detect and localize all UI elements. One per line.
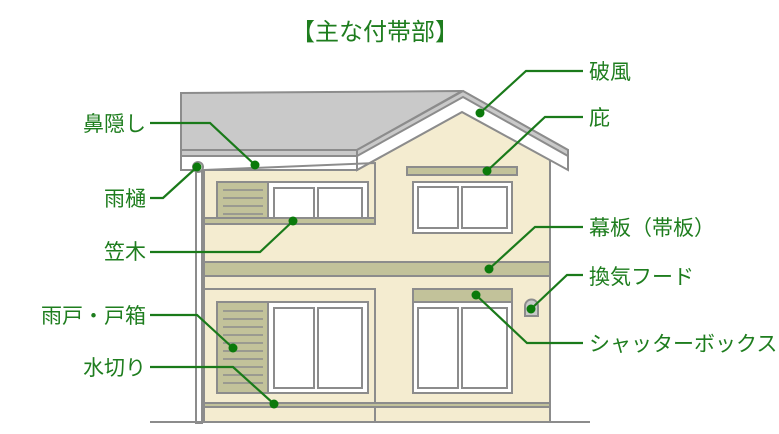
window-pane — [317, 187, 363, 219]
dot-hafu — [475, 108, 485, 118]
dot-amado — [228, 343, 238, 353]
leader-amadoi — [150, 166, 198, 200]
leader-hafu — [479, 69, 583, 114]
upper-shutter-box — [216, 181, 269, 219]
balcony-wall — [203, 161, 376, 224]
house-illustration — [150, 89, 590, 424]
dot-mizukiri — [269, 399, 279, 409]
window-pane — [273, 187, 315, 219]
label-hisashi: 庇 — [589, 106, 610, 130]
dot-hanakakushi — [250, 160, 260, 170]
dot-kasagi — [288, 216, 298, 226]
upper-shutter-slats — [223, 189, 263, 215]
dot-hisashi — [482, 166, 492, 176]
leader-mizukiri — [150, 365, 275, 405]
label-hanakakushi: 鼻隠し — [83, 112, 146, 136]
downspout — [195, 164, 203, 424]
leader-dots — [192, 108, 536, 409]
leader-hisashi — [486, 115, 583, 172]
window-pane — [317, 307, 363, 389]
lower-left-wall — [204, 288, 376, 422]
leader-kanki — [530, 273, 583, 310]
leader-hanakakushi — [150, 121, 256, 166]
label-mizukiri: 水切り — [83, 356, 146, 380]
barge-board-top — [356, 89, 569, 158]
hisashi-canopy — [406, 166, 518, 176]
dot-makuita — [484, 264, 494, 274]
dot-amadoi — [192, 162, 202, 172]
makuita-band — [203, 261, 551, 277]
label-kasagi: 笠木 — [104, 240, 146, 264]
diagram-title: 【主な付帯部】 — [291, 18, 459, 46]
dot-shutter — [471, 290, 481, 300]
window-pane — [461, 307, 508, 389]
window-pane — [417, 186, 459, 229]
shutter-box — [412, 288, 513, 303]
window-pane — [417, 307, 459, 389]
label-hafu: 破風 — [589, 60, 631, 84]
leader-shutter — [475, 294, 583, 345]
label-makuita: 幕板（帯板） — [589, 216, 715, 240]
label-kanki: 換気フード — [589, 265, 694, 289]
leader-kasagi — [150, 220, 294, 254]
leader-lines — [150, 69, 583, 405]
label-amadoi: 雨樋 — [104, 187, 146, 211]
mizukiri-band — [203, 402, 551, 408]
window-pane — [273, 307, 315, 389]
label-shutter: シャッターボックス — [589, 332, 777, 356]
leader-makuita — [488, 225, 583, 270]
label-amado: 雨戸・戸箱 — [41, 304, 146, 328]
dot-kanki — [526, 304, 536, 314]
window-pane — [461, 186, 508, 229]
leader-amado — [150, 313, 234, 349]
amado-box — [216, 301, 269, 394]
